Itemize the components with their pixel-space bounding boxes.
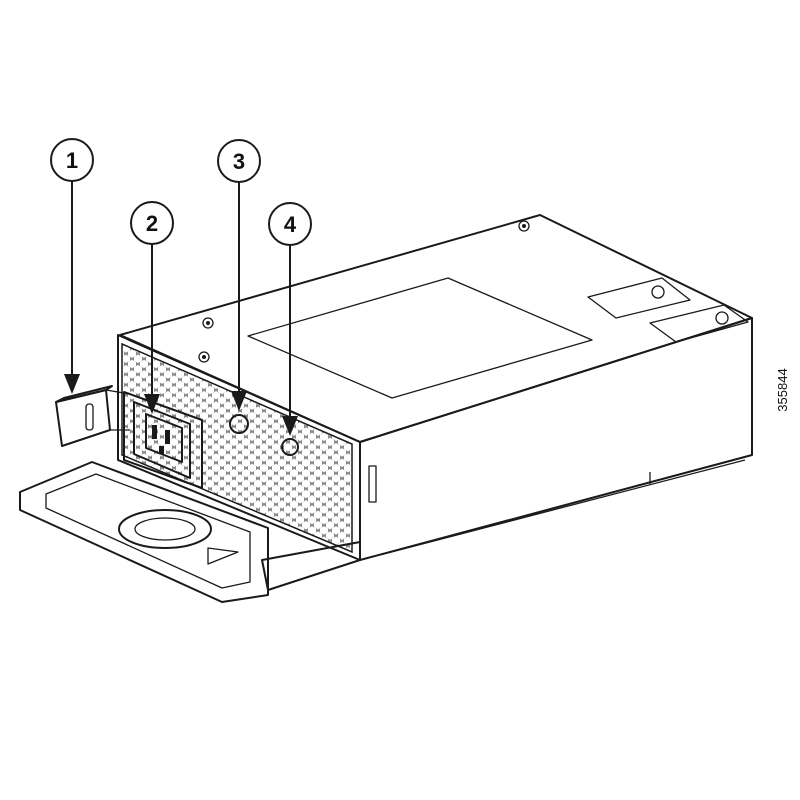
chassis-side [359,317,753,561]
fan-led [281,438,299,456]
callout-label: 4 [284,212,297,237]
release-latch [55,385,131,447]
callout-3: 3 [217,139,261,411]
callout-4: 4 [268,202,312,436]
screw-icon [202,317,214,329]
side-slot [368,465,377,503]
screw-icon [518,220,530,232]
handle-tray [19,461,361,603]
callout-label: 2 [146,211,158,236]
callout-label: 3 [233,149,245,174]
status-led [229,414,249,434]
callout-label: 1 [66,148,78,173]
rear-latch-clip [587,277,749,343]
fan-grille [121,342,353,554]
figure-id: 355844 [775,368,790,411]
callout-2: 2 [130,201,174,414]
screw-icon [198,351,210,363]
power-connector [123,391,203,489]
top-label-recess [247,277,593,399]
callout-1: 1 [50,138,94,394]
